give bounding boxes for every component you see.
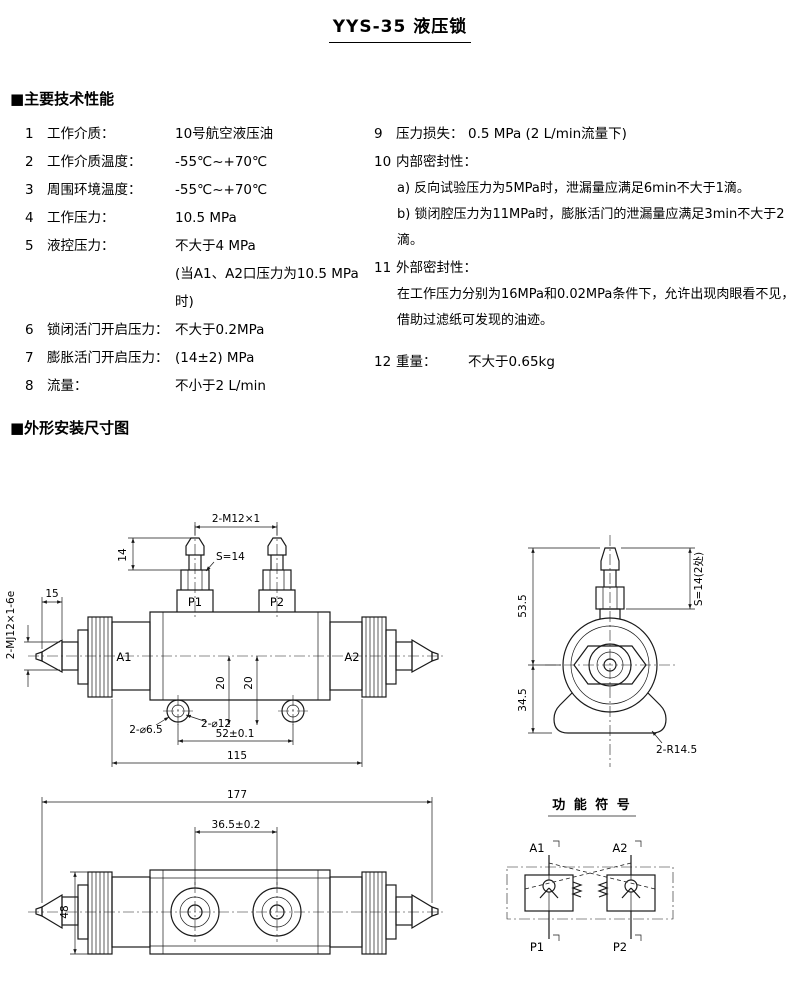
spec-row: 12 重量： 不大于0.65kg <box>374 348 798 376</box>
section-title-specs: ■主要技术性能 <box>10 90 115 108</box>
spec-label: 重量： <box>396 354 437 370</box>
corner-radius-label: 2-R14.5 <box>656 744 697 756</box>
spec-row: 1 工作介质： 10号航空液压油 <box>25 120 373 148</box>
spec-label: 周围环境温度： <box>47 182 142 198</box>
dim-52-label: 52±0.1 <box>216 728 255 740</box>
spec-number: 12 <box>374 354 392 370</box>
spec-number: 2 <box>25 154 34 170</box>
page-title: YYS-35 液压锁 <box>328 12 472 43</box>
spec-value: 10.5 MPa <box>175 210 237 226</box>
dim-48-label: 48 <box>59 905 71 918</box>
port-p1-label: P1 <box>188 595 202 609</box>
spec-number: 4 <box>25 210 34 226</box>
spec-value: 0.5 MPa (2 L/min流量下) <box>468 126 627 142</box>
specs-right-column: 9 压力损失： 0.5 MPa (2 L/min流量下) 10 内部密封性： a… <box>374 120 798 376</box>
spec-number: 11 <box>374 260 392 276</box>
spec-row: 8 流量： 不小于2 L/min <box>25 372 373 400</box>
hex-size-2places-label: S=14(2处) <box>693 552 705 606</box>
spec-number: 7 <box>25 350 34 366</box>
spec-row: 6 锁闭活门开启压力： 不大于0.2MPa <box>25 316 373 344</box>
symbol-p1-label: P1 <box>530 940 544 954</box>
spec-value: 10号航空液压油 <box>175 126 274 142</box>
dim-34-5-label: 34.5 <box>517 688 529 711</box>
dim-177-label: 177 <box>227 789 247 801</box>
spec-number: 9 <box>374 126 383 142</box>
dim-top-ports-label: 2-M12×1 <box>212 513 260 525</box>
port-a1-label: A1 <box>116 650 131 664</box>
port-p2-label: P2 <box>270 595 284 609</box>
spec-label: 膨胀活门开启压力： <box>47 350 169 366</box>
spec-row: 3 周围环境温度： -55℃~+70℃ <box>25 176 373 204</box>
dim-53-5-label: 53.5 <box>517 594 529 617</box>
spec-row: 10 内部密封性： <box>374 148 798 176</box>
spec-number: 5 <box>25 238 34 254</box>
side-view-drawing: 2-M12×1 S=14 14 15 2-MJ12×1-6e P1 P2 A1 … <box>5 513 446 767</box>
spec-sub-line: b) 锁闭腔压力为11MPa时，膨胀活门的泄漏量应满足3min不大于2滴。 <box>397 207 785 248</box>
dim-115-label: 115 <box>227 750 247 762</box>
spec-row: 5 液控压力： 不大于4 MPa <box>25 232 373 260</box>
spec-number: 6 <box>25 322 34 338</box>
spec-row: 2 工作介质温度： -55℃~+70℃ <box>25 148 373 176</box>
specs-left-column: 1 工作介质： 10号航空液压油 2 工作介质温度： -55℃~+70℃ 3 周… <box>25 120 373 400</box>
dim-20-label: 20 <box>215 676 227 689</box>
spec-row: 9 压力损失： 0.5 MPa (2 L/min流量下) <box>374 120 798 148</box>
spec-number: 10 <box>374 154 392 170</box>
spec-number: 8 <box>25 378 34 394</box>
dim-36-5-label: 36.5±0.2 <box>212 819 261 831</box>
spec-label: 工作压力： <box>47 210 115 226</box>
spec-label: 压力损失： <box>396 126 464 142</box>
spec-value: (14±2) MPa <box>175 350 255 366</box>
symbol-a2-label: A2 <box>612 841 627 855</box>
spec-row: 11 外部密封性： <box>374 254 798 282</box>
spec-label: 工作介质： <box>47 126 115 142</box>
spec-sub-line: a) 反向试验压力为5MPa时，泄漏量应满足6min不大于1滴。 <box>397 181 750 196</box>
symbol-title: 功 能 符 号 <box>552 797 632 813</box>
hole-diameter-small-label: 2-⌀6.5 <box>129 724 163 736</box>
spec-label: 锁闭活门开启压力： <box>47 322 169 338</box>
dim-14-label: 14 <box>117 548 129 562</box>
spec-row-note: (当A1、A2口压力为10.5 MPa时) <box>25 260 373 316</box>
spec-row: 4 工作压力： 10.5 MPa <box>25 204 373 232</box>
end-view-drawing: 53.5 34.5 S=14(2处) 2-R14.5 <box>517 535 705 767</box>
dimension-drawing: 2-M12×1 S=14 14 15 2-MJ12×1-6e P1 P2 A1 … <box>5 513 705 955</box>
dim-15-label: 15 <box>45 588 58 600</box>
symbol-p2-label: P2 <box>613 940 627 954</box>
spec-value: 不大于4 MPa <box>175 238 256 254</box>
hole-diameter-large-label: 2-⌀12 <box>201 718 231 730</box>
front-view-drawing: 177 36.5±0.2 48 <box>28 789 446 955</box>
spec-number: 3 <box>25 182 34 198</box>
spec-value: 不大于0.65kg <box>468 354 555 370</box>
spec-label: 流量： <box>47 378 88 394</box>
thread-callout-label: 2-MJ12×1-6e <box>5 591 17 659</box>
spec-value: 不小于2 L/min <box>175 378 266 394</box>
title-area: YYS-35 液压锁 <box>0 12 800 43</box>
port-a2-label: A2 <box>344 650 359 664</box>
spec-value: 不大于0.2MPa <box>175 322 265 338</box>
spec-label: 工作介质温度： <box>47 154 142 170</box>
symbol-a1-label: A1 <box>529 841 544 855</box>
function-symbol-drawing: 功 能 符 号 A1 A2 P1 P2 <box>506 797 674 954</box>
spec-value: -55℃~+70℃ <box>175 154 268 170</box>
spec-label: 外部密封性： <box>396 260 477 276</box>
spec-note: (当A1、A2口压力为10.5 MPa时) <box>175 266 359 310</box>
hex-size-label: S=14 <box>216 551 245 563</box>
spec-label: 液控压力： <box>47 238 115 254</box>
spec-value: -55℃~+70℃ <box>175 182 268 198</box>
section-title-dimensions: ■外形安装尺寸图 <box>10 419 130 437</box>
dim-20-label: 20 <box>243 676 255 689</box>
spec-row: 7 膨胀活门开启压力： (14±2) MPa <box>25 344 373 372</box>
spec-number: 1 <box>25 126 34 142</box>
spec-label: 内部密封性： <box>396 154 477 170</box>
spec-sub-line: 在工作压力分别为16MPa和0.02MPa条件下，允许出现肉眼看不见，借助过滤纸… <box>397 287 795 328</box>
